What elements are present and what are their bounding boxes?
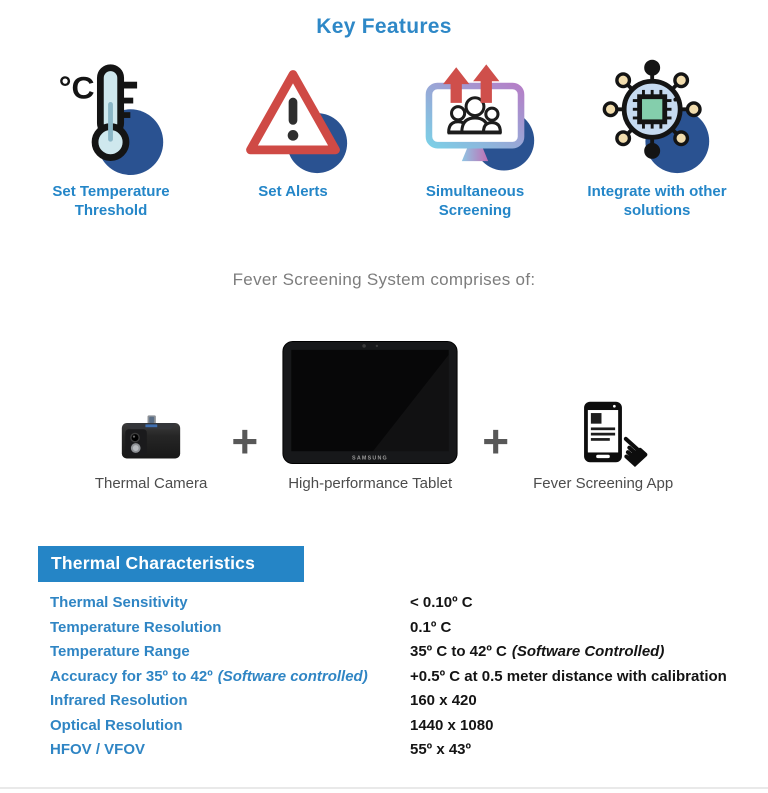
thermal-camera-image <box>116 336 186 464</box>
feature-set-alerts: Set Alerts <box>210 57 376 220</box>
spec-value: 160 x 420 <box>410 692 477 710</box>
spec-row-thermal-sensitivity: Thermal Sensitivity < 0.10º C <box>50 594 768 619</box>
spec-row-accuracy: Accuracy for 35º to 42º(Software control… <box>50 668 768 693</box>
spec-label-note: (Software controlled) <box>217 667 368 685</box>
specs-table: Thermal Sensitivity < 0.10º C Temperatur… <box>50 594 768 766</box>
svg-text:°C: °C <box>59 70 95 106</box>
tablet-image: SAMSUNG <box>282 336 458 465</box>
spec-label: Infrared Resolution <box>50 692 188 710</box>
plus-icon: + <box>482 415 510 468</box>
spec-label: Optical Resolution <box>50 716 183 734</box>
temperature-threshold-icon: °C <box>53 57 169 177</box>
spec-value: < 0.10º C <box>410 594 473 612</box>
spec-label: HFOV / VFOV <box>50 741 146 759</box>
spec-label: Temperature Resolution <box>50 618 222 636</box>
feature-set-temperature-threshold: °C Set Temperature Threshold <box>28 57 194 220</box>
product-caption: Thermal Camera <box>94 475 208 493</box>
feature-label: Set Alerts <box>258 183 328 200</box>
simultaneous-screening-icon <box>413 57 537 177</box>
comprises-heading: Fever Screening System comprises of: <box>232 270 536 290</box>
plus-icon: + <box>231 415 259 468</box>
integration-chip-icon <box>599 57 715 177</box>
spec-row-hfov-vfov: HFOV / VFOV 55º x 43º <box>50 741 768 766</box>
spec-row-infrared-resolution: Infrared Resolution 160 x 420 <box>50 692 768 717</box>
spec-value-note: (Software Controlled) <box>511 643 665 661</box>
product-caption: Fever Screening App <box>533 475 674 493</box>
spec-label: Temperature Range <box>50 643 190 661</box>
features-row: °C Set Temperature Threshold <box>0 57 768 220</box>
product-thermal-camera: Thermal Camera <box>94 336 208 493</box>
spec-value: +0.5º C at 0.5 meter distance with calib… <box>410 667 727 685</box>
page-title: Key Features <box>316 15 452 38</box>
product-caption: High-performance Tablet <box>288 475 453 493</box>
feature-label: Integrate with other solutions <box>587 183 727 220</box>
tablet-brand-text: SAMSUNG <box>352 456 388 462</box>
spec-value: 55º x 43º <box>410 741 472 759</box>
alert-triangle-icon <box>235 57 351 177</box>
product-tablet: SAMSUNG High-performance Tablet <box>282 336 458 492</box>
product-fever-app: ☚ Fever Screening App <box>533 336 673 492</box>
spec-row-optical-resolution: Optical Resolution 1440 x 1080 <box>50 717 768 742</box>
products-row: Thermal Camera + SAMSUNG High-performanc… <box>0 336 768 492</box>
feature-integrate-solutions: Integrate with other solutions <box>574 57 740 220</box>
spec-row-temperature-range: Temperature Range 35º C to 42º C(Softwar… <box>50 643 768 668</box>
spec-row-temperature-resolution: Temperature Resolution 0.1º C <box>50 619 768 644</box>
feature-simultaneous-screening: Simultaneous Screening <box>392 57 558 220</box>
spec-label: Thermal Sensitivity <box>50 594 188 612</box>
spec-value: 35º C to 42º C <box>410 643 507 661</box>
bottom-divider <box>0 787 768 789</box>
spec-label: Accuracy for 35º to 42º <box>50 667 213 685</box>
spec-value: 1440 x 1080 <box>410 716 494 734</box>
phone-app-image: ☚ <box>578 336 659 481</box>
feature-label: Set Temperature Threshold <box>52 183 170 220</box>
spec-value: 0.1º C <box>410 618 452 636</box>
section-header-thermal-characteristics: Thermal Characteristics <box>38 546 304 583</box>
feature-label: Simultaneous Screening <box>425 183 525 220</box>
